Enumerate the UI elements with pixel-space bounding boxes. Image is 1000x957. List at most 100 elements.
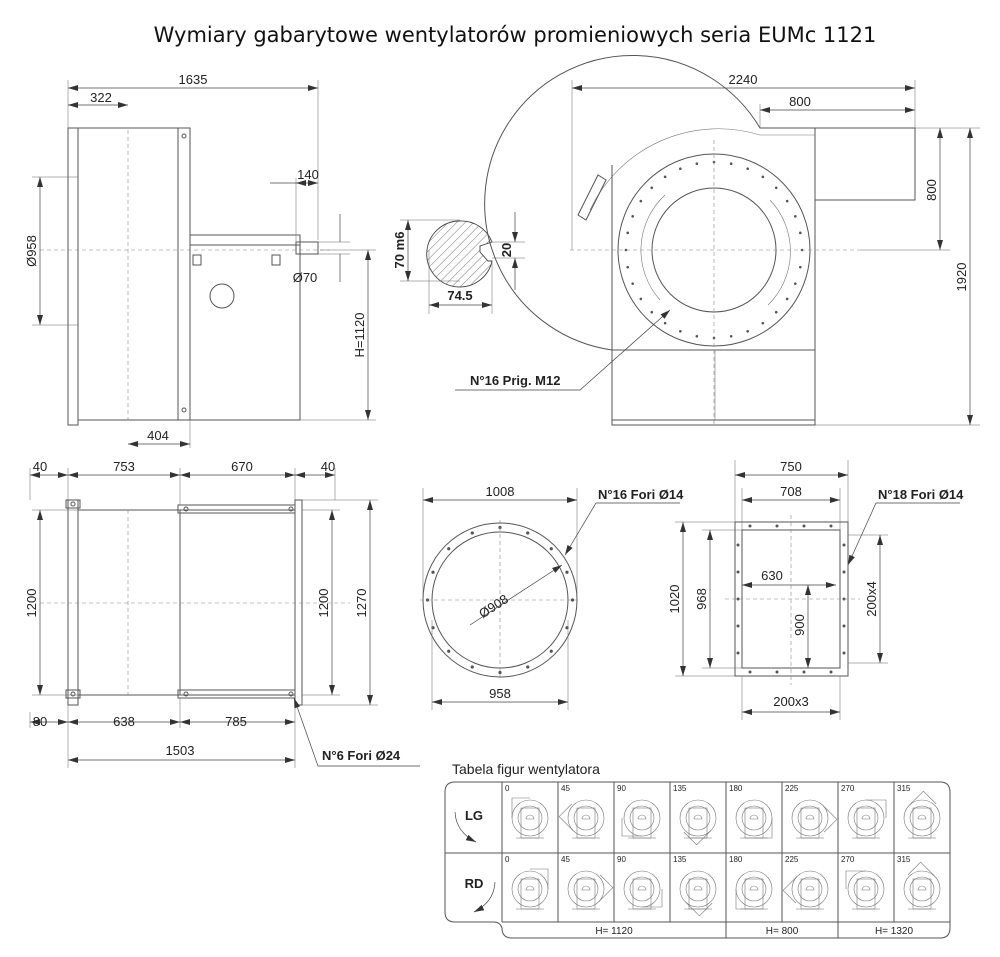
bolt-hole (842, 651, 846, 655)
dim-958-flange: 958 (489, 686, 511, 701)
bolt-hole (746, 330, 749, 333)
bolt-hole (639, 199, 643, 203)
fan-figure-lg-45: 45 (557, 782, 605, 853)
fan-figure-lg-0: 0 (505, 784, 549, 839)
bolt-hole (565, 570, 569, 574)
flange-bolt-holes (624, 160, 804, 340)
bolt-hole (802, 524, 806, 528)
dim-968: 968 (694, 588, 709, 610)
dim-708: 708 (780, 484, 802, 499)
dim-322: 322 (90, 90, 112, 105)
bolt-hole (549, 649, 553, 653)
bolt-hole (626, 265, 629, 269)
bolt-hole (802, 670, 806, 674)
bolt-hole (829, 670, 833, 674)
fan-figure-lg-135: 135 (669, 782, 717, 853)
shaft-section: 70 m6 20 74.5 (392, 212, 525, 314)
bolt-hole (794, 215, 797, 218)
dim-800-v: 800 (924, 179, 939, 201)
fan-figure-lg-225: 225 (781, 782, 838, 853)
dim-74-5: 74.5 (447, 288, 472, 303)
height-label: H= 1120 (595, 926, 633, 937)
angle-label: 0 (505, 855, 510, 864)
height-label: H= 800 (766, 926, 799, 937)
bolt-hole (761, 175, 765, 179)
bolt-hole (679, 167, 682, 170)
front-holes-label: N°16 Prig. M12 (470, 373, 560, 388)
bolt-hole (736, 651, 740, 655)
dim-80: 80 (33, 714, 47, 729)
angle-label: 270 (841, 855, 855, 864)
bolt-hole (650, 186, 654, 190)
dim-40-right: 40 (321, 459, 335, 474)
bolt-hole (736, 543, 740, 547)
bolt-hole (626, 231, 629, 235)
dim-958: Ø958 (24, 235, 39, 267)
dim-shaft-70: Ø70 (293, 270, 318, 285)
bolt-hole (663, 321, 667, 325)
bolt-hole (736, 624, 740, 628)
dim-140: 140 (297, 167, 319, 182)
bolt-hole (729, 335, 733, 338)
angle-label: 90 (617, 855, 626, 864)
bolt-hole (775, 524, 779, 528)
angle-label: 180 (729, 855, 743, 864)
fan-figure-lg-270: 270 (837, 782, 887, 853)
fan-figure-rd-90: 90 (613, 853, 663, 922)
bolt-hole (736, 597, 740, 601)
fan-figure-rd-0: 0 (505, 855, 549, 910)
bolt-hole (829, 524, 833, 528)
angle-label: 135 (673, 855, 687, 864)
fan-figure-rd-225: 225 (781, 853, 829, 922)
bolt-hole (842, 624, 846, 628)
dim-70m6: 70 m6 (392, 232, 407, 269)
bolt-hole (631, 282, 634, 285)
bolt-hole (842, 543, 846, 547)
bolt-hole (679, 330, 682, 333)
height-label: H= 1320 (875, 926, 914, 937)
bolt-hole (799, 265, 802, 269)
dim-1020: 1020 (667, 585, 682, 614)
bolt-hole (549, 547, 553, 551)
fan-figure-rd-315: 315 (893, 853, 941, 922)
dim-40-left: 40 (33, 459, 47, 474)
rotation-cw-icon (473, 881, 496, 913)
bolt-hole (748, 670, 752, 674)
dim-750: 750 (780, 459, 802, 474)
angle-label: 90 (617, 784, 626, 793)
dim-1200-right: 1200 (316, 589, 331, 618)
bolt-hole (526, 665, 530, 669)
table-title: Tabela figur wentylatora (452, 761, 600, 777)
bolt-hole (650, 310, 654, 314)
bolt-hole (736, 570, 740, 574)
angle-label: 45 (561, 855, 570, 864)
angle-label: 270 (841, 784, 855, 793)
bolt-hole (526, 531, 530, 535)
angle-label: 315 (897, 784, 911, 793)
bolt-hole (470, 531, 474, 535)
dim-1503: 1503 (166, 743, 195, 758)
bolt-hole (631, 215, 634, 218)
dim-200x3: 200x3 (773, 694, 808, 709)
bolt-hole (570, 598, 575, 602)
dim-900: 900 (792, 614, 807, 636)
angle-label: 180 (729, 784, 743, 793)
fan-figure-lg-315: 315 (893, 782, 941, 853)
dim-20: 20 (499, 243, 514, 257)
bolt-hole (785, 297, 789, 301)
bolt-hole (799, 231, 802, 235)
dim-1635: 1635 (179, 72, 208, 87)
bolt-hole (729, 162, 733, 165)
fan-figure-rd-180: 180 (725, 853, 773, 922)
bolt-hole (748, 524, 752, 528)
bolt-hole (785, 199, 789, 203)
fan-figure-rd-45: 45 (557, 853, 614, 922)
angle-label: 225 (785, 855, 799, 864)
dim-1920: 1920 (954, 263, 969, 292)
dim-200x4: 200x4 (864, 581, 879, 616)
angle-label: 0 (505, 784, 510, 793)
dim-1008: 1008 (486, 484, 515, 499)
fan-figure-lg-180: 180 (725, 782, 773, 853)
bolt-hole (842, 570, 846, 574)
